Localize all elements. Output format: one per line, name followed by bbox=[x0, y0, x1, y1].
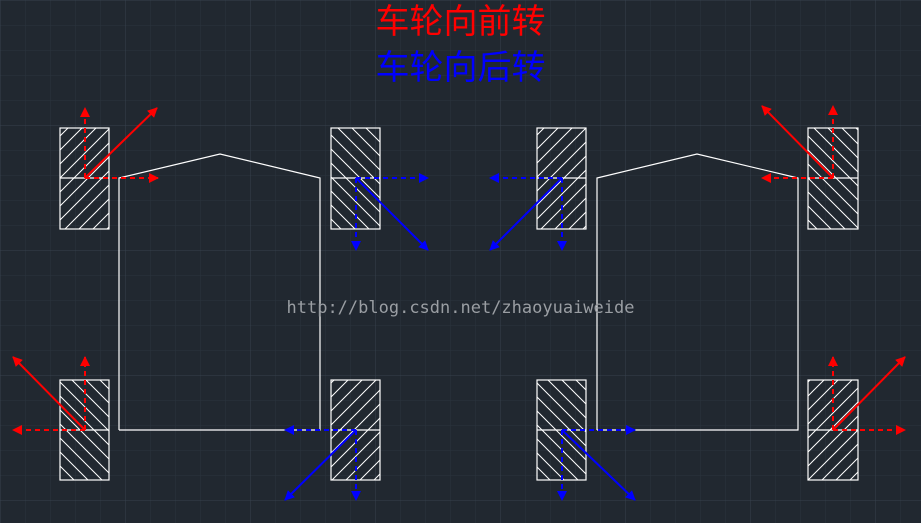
wheel-left-front-left bbox=[59, 127, 110, 230]
right-robot-body bbox=[596, 153, 799, 431]
arrows-left-rear-left bbox=[12, 356, 90, 435]
arrows-right-rear-right bbox=[828, 356, 906, 435]
arrows-right-front-left bbox=[489, 173, 567, 251]
legend-forward-label: 车轮向前转 bbox=[375, 2, 546, 42]
force-arrows-forward bbox=[12, 105, 906, 435]
arrows-left-front-left bbox=[80, 107, 159, 183]
arrows-right-front-right bbox=[761, 105, 838, 183]
right-robot bbox=[596, 153, 799, 431]
arrows-left-rear-right bbox=[284, 425, 361, 501]
arrows-left-front-right bbox=[351, 173, 429, 251]
watermark-text: http://blog.csdn.net/zhaoyuaiweide bbox=[286, 298, 635, 318]
force-arrows-backward bbox=[284, 173, 636, 501]
legend-backward-label: 车轮向后转 bbox=[375, 48, 546, 88]
arrows-right-rear-left bbox=[557, 425, 636, 501]
